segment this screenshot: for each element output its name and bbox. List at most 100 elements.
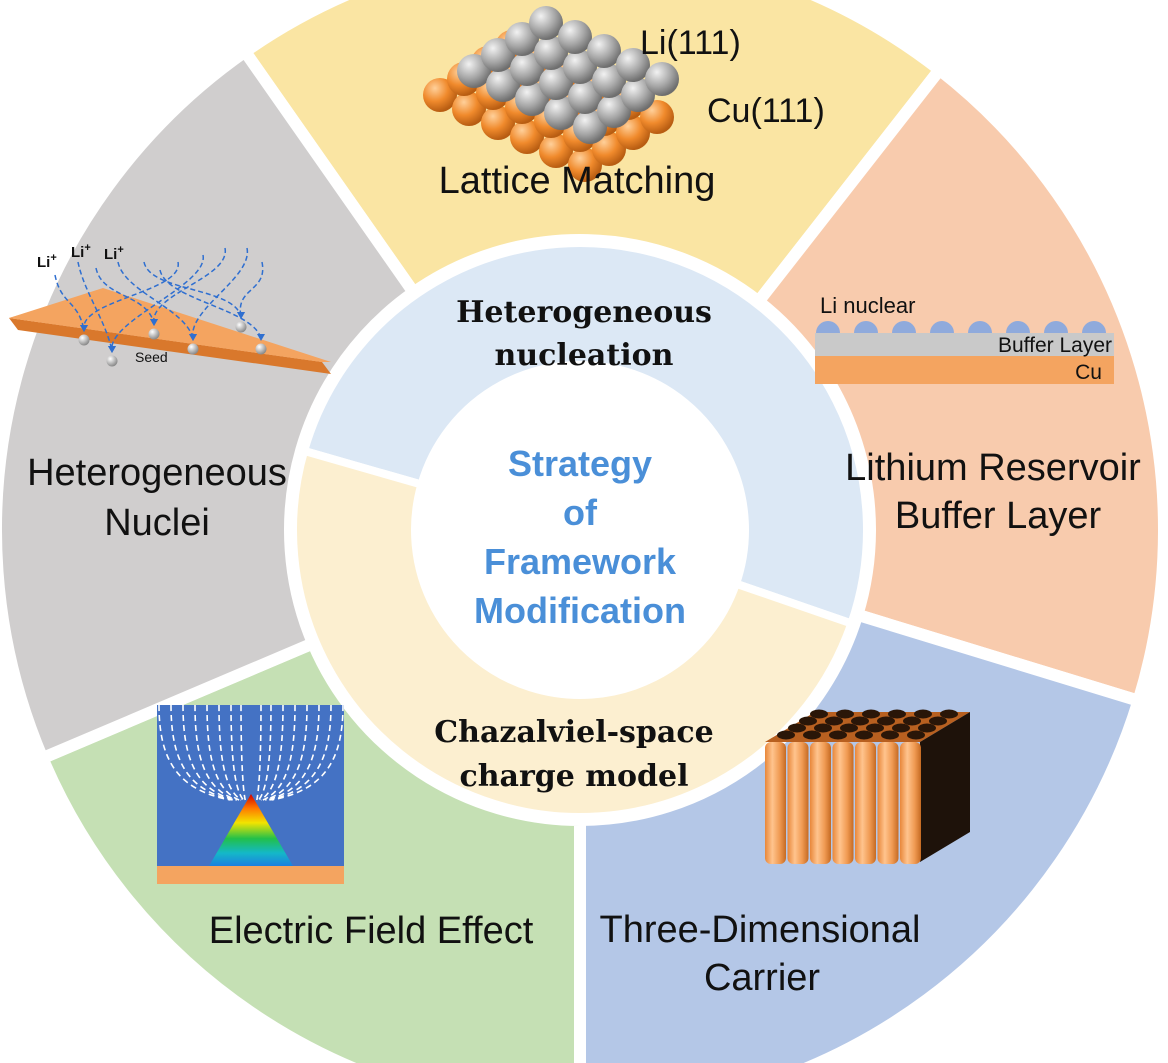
3d-carrier-illustration (765, 709, 970, 864)
space-charge-label-line-1: Chazalviel-space (434, 715, 713, 750)
field-line (256, 705, 262, 801)
field-line (240, 705, 246, 801)
cu-atom (592, 132, 626, 166)
li-atom (573, 110, 607, 144)
ion-arrowhead (150, 319, 158, 326)
center-title-line-4: Modification (474, 590, 686, 631)
ion-path (192, 247, 248, 340)
lattice-matching-label: Lattice Matching (439, 160, 716, 202)
ion-path (95, 267, 155, 325)
li-atom (486, 68, 520, 102)
field-substrate (157, 866, 344, 884)
pore-opening (888, 709, 906, 719)
carrier-tube (855, 742, 876, 864)
substrate-front (9, 318, 331, 374)
pore-openings (777, 709, 958, 740)
li-nucleus (816, 321, 840, 333)
heterogeneous-nuclei-label-line-1: Heterogeneous (27, 452, 287, 494)
ion-path (111, 254, 204, 352)
field-line (260, 705, 284, 801)
seed-particle (235, 321, 247, 333)
field-line (170, 705, 233, 801)
pore-opening (877, 716, 895, 726)
cu-atom (640, 100, 674, 134)
li-atom (510, 52, 544, 86)
li-atom (645, 62, 679, 96)
nucleation-label-line-2: nucleation (495, 338, 674, 373)
li-nuclear-label: Li nuclear (820, 293, 915, 318)
cu-atom (452, 92, 486, 126)
field-line (264, 705, 308, 801)
pore-opening (840, 723, 858, 733)
ion-paths (54, 247, 265, 353)
buffer-layer-illustration (815, 321, 1114, 384)
li-nucleus (1006, 321, 1030, 333)
field-line (257, 705, 272, 801)
porous-tubes (765, 742, 921, 864)
pore-opening (829, 730, 847, 740)
ion-arrowhead (108, 346, 116, 353)
field-line (269, 705, 332, 801)
pore-opening (903, 716, 921, 726)
field-line (262, 705, 296, 801)
heterogeneous-nuclei-label-line-2: Nuclei (104, 502, 210, 544)
pore-opening (836, 709, 854, 719)
space-charge-label-line-2: charge model (459, 759, 688, 794)
pore-opening (866, 723, 884, 733)
electric-field-label: Electric Field Effect (209, 910, 534, 952)
center-title-line-2: of (563, 492, 598, 533)
pore-opening (803, 730, 821, 740)
li-atom (597, 94, 631, 128)
seed-particle (78, 334, 90, 346)
li-atom (621, 78, 655, 112)
pore-opening (918, 723, 936, 733)
3d-carrier-label-line-1: Three-Dimensional (599, 909, 920, 951)
li-ion-3-symbol: Li (104, 246, 117, 263)
ion-path (153, 247, 226, 325)
heterogeneous-nuclei-illustration (9, 247, 331, 374)
field-line (271, 705, 344, 801)
carrier-tube (810, 742, 831, 864)
li-nucleus (930, 321, 954, 333)
nucleation-label-line-1: Heterogeneous (456, 295, 712, 330)
li-ion-2: Li+ (71, 242, 91, 261)
li-atom (529, 6, 563, 40)
cu-caption: Cu (1075, 361, 1102, 384)
seed-particle (187, 343, 199, 355)
li-nuclei (816, 321, 1106, 333)
seed-particle (255, 343, 267, 355)
li-atom (592, 64, 626, 98)
carrier-tube (900, 742, 921, 864)
pore-opening (788, 723, 806, 733)
pore-opening (810, 709, 828, 719)
li-ion-2-symbol: Li (71, 244, 84, 261)
li-ion-3: Li+ (104, 244, 124, 263)
li-atom (481, 38, 515, 72)
carrier-tube (787, 742, 809, 864)
li-atom (563, 50, 597, 84)
pore-opening (814, 723, 832, 733)
pore-opening (914, 709, 932, 719)
li-nucleus (854, 321, 878, 333)
field-line (182, 705, 235, 801)
li-ion-1: Li+ (37, 252, 57, 271)
li-atom (587, 34, 621, 68)
pore-opening (862, 709, 880, 719)
lithium-reservoir-label-line-2: Buffer Layer (895, 495, 1102, 537)
li-ion-1-charge: + (50, 252, 56, 264)
pore-opening (855, 730, 873, 740)
pore-opening (881, 730, 899, 740)
cu-substrate (815, 356, 1114, 384)
li-atom (515, 82, 549, 116)
pore-opening (825, 716, 843, 726)
li-nucleus (968, 321, 992, 333)
li-atom (539, 66, 573, 100)
seeds (78, 321, 267, 367)
field-line (158, 705, 231, 801)
li111-label: Li(111) (640, 24, 741, 62)
ion-path (159, 269, 262, 340)
buffer-layer-caption: Buffer Layer (998, 334, 1112, 357)
ion-arrowhead (257, 334, 265, 341)
cu-atom (423, 78, 457, 112)
